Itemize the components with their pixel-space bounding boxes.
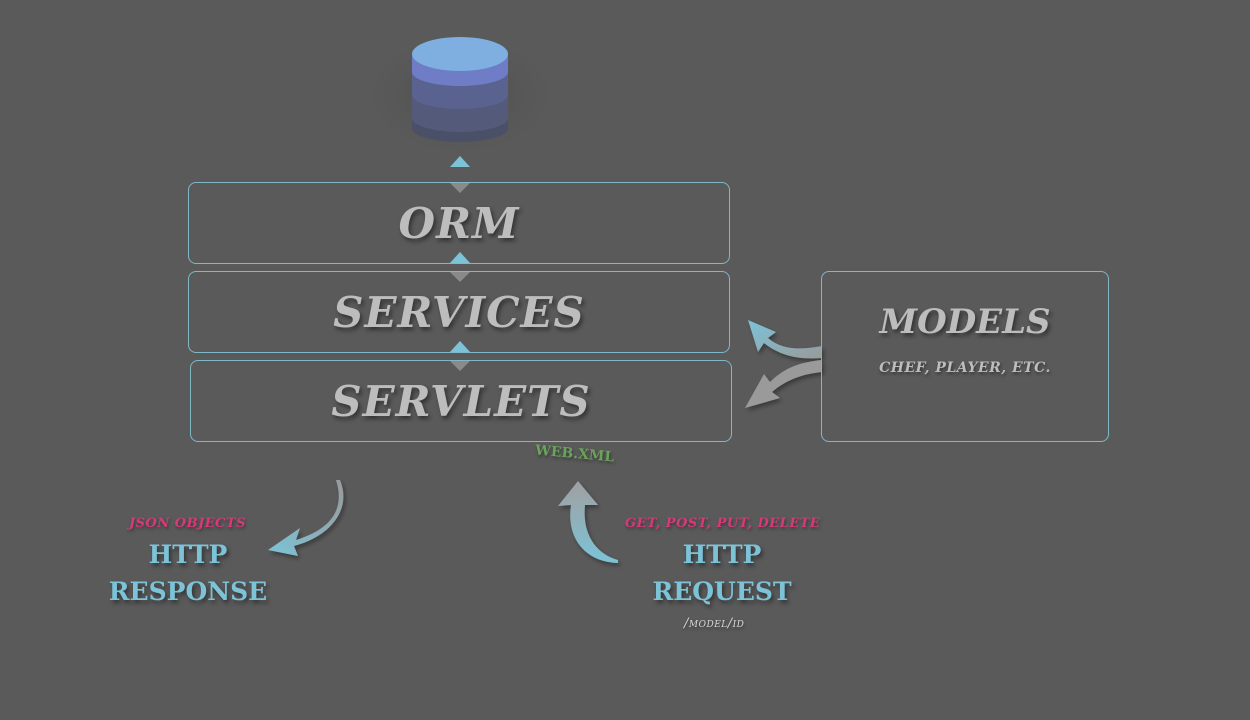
orm-label: ORM: [398, 198, 520, 248]
servlets-layer: SERVLETS: [190, 360, 732, 442]
models-box: MODELS CHEF, PLAYER, ETC.: [821, 271, 1109, 442]
http-request-label: HTTP REQUEST: [642, 536, 802, 610]
http-response-line2: RESPONSE: [108, 577, 268, 606]
orm-layer: ORM: [188, 182, 730, 264]
http-request-line1: HTTP: [682, 540, 762, 569]
models-fork-arrow-icon: [745, 320, 822, 408]
request-path: /model/id: [684, 616, 745, 631]
http-response-label: HTTP RESPONSE: [108, 536, 268, 610]
orm-services-arrow-icon: [450, 252, 470, 282]
services-label: SERVICES: [333, 287, 585, 337]
http-request-line2: REQUEST: [652, 577, 792, 606]
database-icon: [350, 25, 570, 165]
db-orm-arrow-icon: [450, 156, 470, 193]
servlets-label: SERVLETS: [331, 376, 591, 426]
services-servlets-arrow-icon: [450, 341, 470, 371]
request-note: GET, POST, PUT, DELETE: [625, 516, 821, 531]
response-note: JSON OBJECTS: [129, 516, 247, 531]
services-layer: SERVICES: [188, 271, 730, 353]
models-title: MODELS: [879, 302, 1051, 342]
response-curved-arrow-icon: [268, 480, 344, 556]
http-response-line1: HTTP: [148, 540, 228, 569]
models-subtitle: CHEF, PLAYER, ETC.: [879, 360, 1051, 376]
request-curved-arrow-icon: [558, 481, 618, 563]
